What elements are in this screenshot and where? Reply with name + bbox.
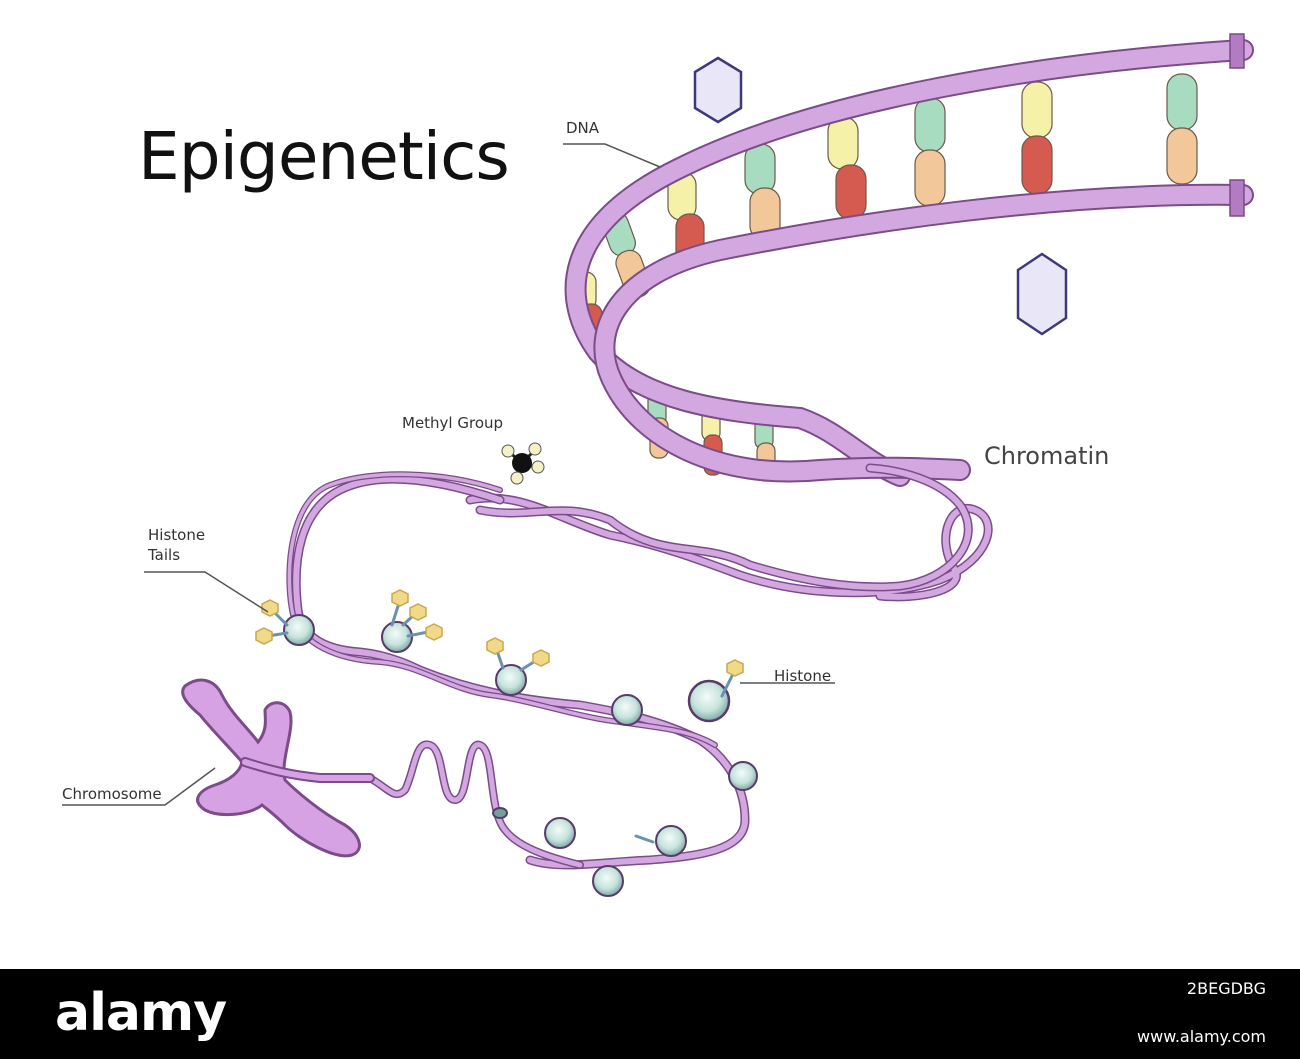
- histone-tails-label: Histone Tails: [148, 525, 205, 565]
- histone-free: [687, 679, 731, 723]
- histone-label: Histone: [774, 667, 832, 685]
- dna-label: DNA: [566, 119, 600, 137]
- histone-bead: [495, 664, 527, 696]
- chromosome-label: Chromosome: [62, 785, 162, 803]
- histone-bead: [283, 614, 315, 646]
- leader-lines: [62, 143, 835, 806]
- histone-tails-label-line2: Tails: [148, 546, 181, 564]
- histone-tail-tags: [255, 589, 744, 677]
- histone-bead: [544, 817, 576, 849]
- chromosome-leader: [62, 767, 216, 806]
- brand-logo: alamy: [55, 983, 227, 1043]
- histone-tails-leader: [144, 571, 269, 613]
- histone-bead: [728, 761, 758, 791]
- histone-bead: [592, 865, 624, 897]
- diagram-title: Epigenetics: [138, 118, 510, 195]
- methyl-group-molecule: [501, 442, 545, 485]
- histone-tails-label-line1: Histone: [148, 526, 206, 544]
- histones: [283, 614, 758, 897]
- chromatin-label: Chromatin: [984, 442, 1110, 470]
- histone-bead: [611, 694, 643, 726]
- histone-bead: [381, 621, 413, 653]
- epigenetics-diagram: [62, 33, 1254, 897]
- dna-strands: [564, 33, 1254, 487]
- chromatin-fiber: [286, 463, 993, 870]
- brand-url: www.alamy.com: [1137, 1027, 1266, 1046]
- image-id: 2BEGDBG: [1186, 979, 1266, 998]
- crystal-upper: [693, 56, 743, 124]
- crystal-lower: [1016, 252, 1068, 336]
- histone-bead: [655, 825, 687, 857]
- dna-leader: [563, 143, 661, 168]
- chromosome-shape: [181, 678, 375, 858]
- histone-small: [492, 807, 508, 819]
- methyl-group-label: Methyl Group: [402, 414, 504, 432]
- watermark-footer: alamy 2BEGDBG www.alamy.com: [0, 969, 1300, 1059]
